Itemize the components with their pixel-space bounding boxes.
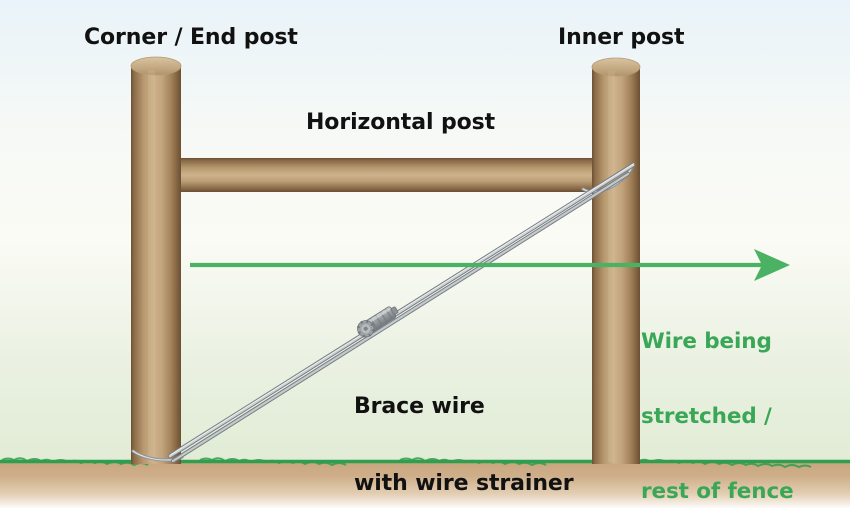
soil-band	[0, 462, 850, 508]
inner-post	[591, 57, 641, 464]
label-wire-stretched-line3: rest of fence	[641, 478, 794, 504]
label-corner-end-post: Corner / End post	[84, 25, 298, 50]
label-wire-stretched-line2: stretched /	[641, 403, 772, 429]
horizontal-post	[173, 158, 613, 192]
label-wire-stretched-line1: Wire being	[641, 328, 772, 354]
label-brace-wire-line1: Brace wire	[354, 394, 485, 420]
label-horizontal-post: Horizontal post	[306, 110, 496, 135]
label-inner-post: Inner post	[558, 25, 685, 50]
label-wire-being-stretched: Wire being stretched / rest of fence	[641, 280, 794, 508]
wire-stretch-arrow	[190, 249, 790, 281]
label-brace-wire: Brace wire with wire strainer	[354, 343, 574, 508]
label-brace-wire-line2: with wire strainer	[354, 470, 574, 496]
brace-wire	[167, 162, 636, 464]
corner-end-post	[130, 56, 182, 464]
wire-strainer	[357, 306, 399, 338]
